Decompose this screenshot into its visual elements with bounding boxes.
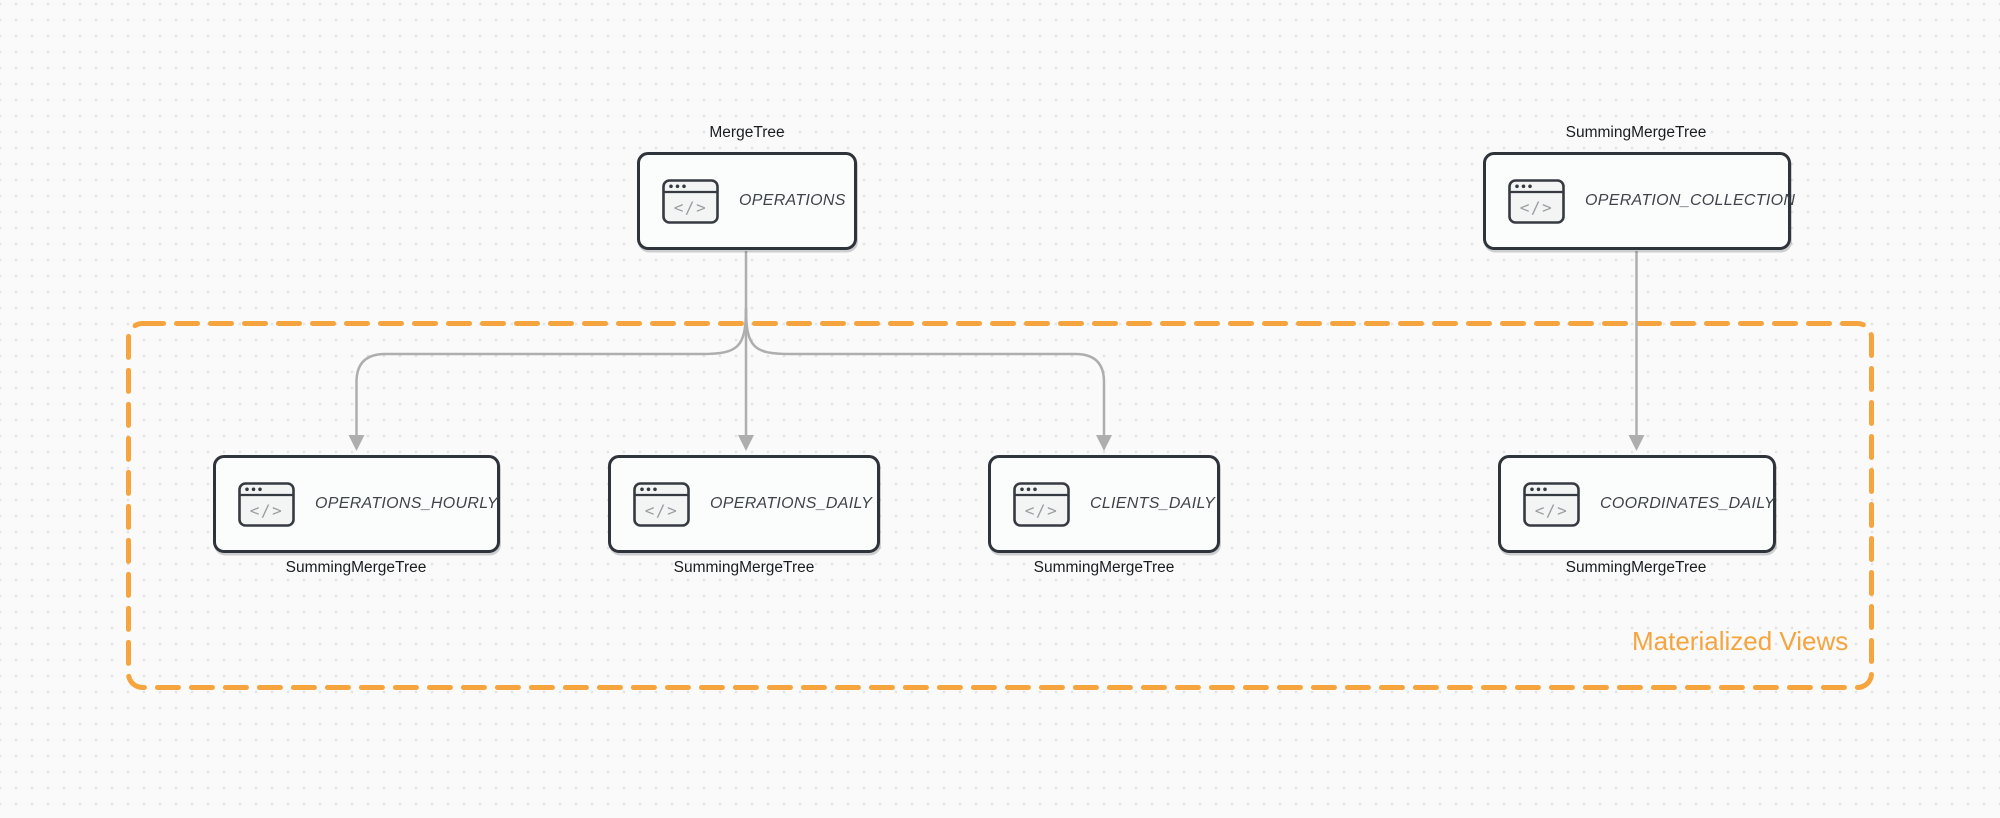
- arrowhead-coordinates-daily: [1628, 435, 1645, 451]
- table-node-clients-daily[interactable]: </> CLIENTS_DAILY: [988, 455, 1220, 553]
- edge-operations-to-operations-hourly: [355, 307, 748, 436]
- arrowhead-operations-hourly: [348, 435, 365, 451]
- code-window-icon: </>: [633, 481, 690, 527]
- code-glyph: </>: [1025, 501, 1058, 520]
- arrowhead-operations-daily: [738, 435, 754, 451]
- engine-label-clients-daily: SummingMergeTree: [1033, 559, 1175, 576]
- table-name: OPERATIONS_HOURLY: [315, 495, 498, 512]
- materialized-views-group-label: Materialized Views: [1632, 626, 1849, 656]
- code-window-icon: </>: [662, 178, 719, 224]
- code-window-icon: </>: [1508, 178, 1565, 224]
- table-node-operation-collection[interactable]: </> OPERATION_COLLECTION: [1483, 152, 1795, 250]
- code-window-icon: </>: [1013, 481, 1070, 527]
- code-glyph: </>: [1535, 501, 1568, 520]
- edge-operations-to-clients-daily: [744, 307, 1106, 436]
- engine-label-operation-collection: SummingMergeTree: [1565, 124, 1707, 141]
- table-node-operations-daily[interactable]: </> OPERATIONS_DAILY: [608, 455, 880, 553]
- materialized-views-group-outline[interactable]: [126, 321, 1874, 690]
- code-window-icon: </>: [238, 481, 295, 527]
- code-glyph: </>: [1520, 198, 1553, 217]
- code-window-icon: </>: [1523, 481, 1580, 527]
- table-name: OPERATIONS: [739, 192, 846, 209]
- arrowhead-clients-daily: [1096, 435, 1112, 451]
- engine-label-operations-hourly: SummingMergeTree: [285, 559, 427, 576]
- engine-label-coordinates-daily: SummingMergeTree: [1565, 559, 1707, 576]
- table-name: OPERATION_COLLECTION: [1585, 192, 1796, 209]
- code-glyph: </>: [674, 198, 707, 217]
- table-node-operations-hourly[interactable]: </> OPERATIONS_HOURLY: [213, 455, 500, 553]
- code-glyph: </>: [250, 501, 283, 520]
- table-name: CLIENTS_DAILY: [1090, 495, 1216, 512]
- engine-label-operations: MergeTree: [709, 124, 785, 141]
- table-name: COORDINATES_DAILY: [1600, 495, 1775, 512]
- table-node-coordinates-daily[interactable]: </> COORDINATES_DAILY: [1498, 455, 1776, 553]
- table-name: OPERATIONS_DAILY: [710, 495, 873, 512]
- engine-label-operations-daily: SummingMergeTree: [673, 559, 815, 576]
- code-glyph: </>: [645, 501, 678, 520]
- table-node-operations[interactable]: </> OPERATIONS: [637, 152, 857, 250]
